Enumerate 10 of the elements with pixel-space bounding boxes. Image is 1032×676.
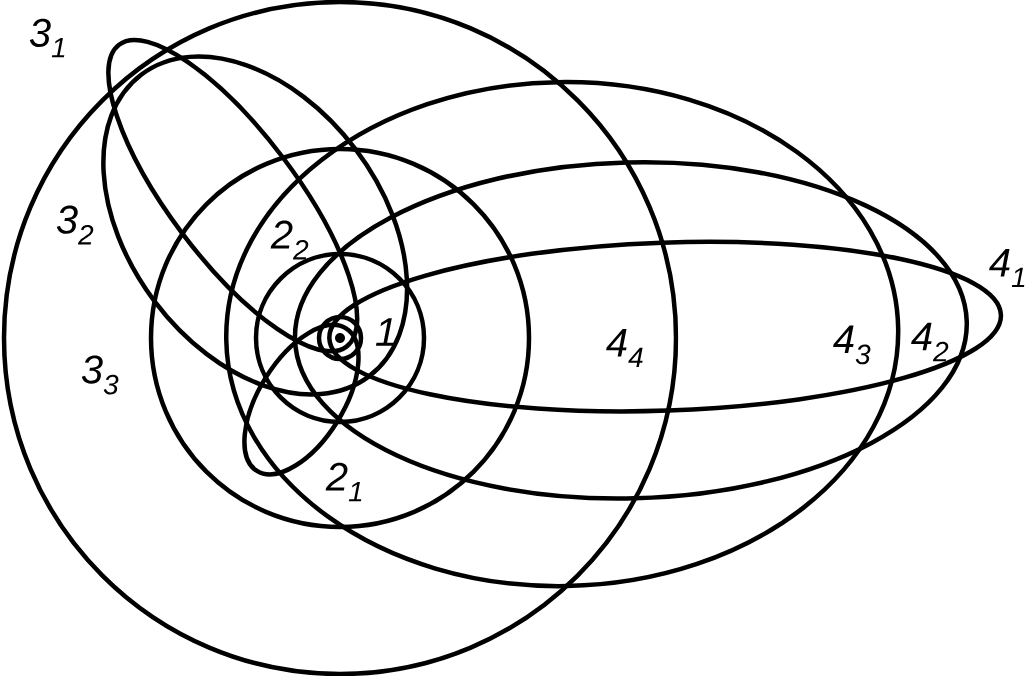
orbit-label: 2$_{1}$ — [325, 462, 362, 502]
orbit-label: 1 — [375, 318, 394, 346]
orbit-label: 3$_{1}$ — [29, 18, 65, 58]
orbit-label: 3$_{2}$ — [56, 205, 94, 245]
orbit-label: 4$_{3}$ — [833, 325, 871, 365]
orbit-label: 2$_{2}$ — [270, 220, 309, 260]
orbit-label: 4$_{4}$ — [606, 328, 643, 368]
orbit-label: 4$_{2}$ — [911, 322, 949, 362]
orbit-label: 3$_{3}$ — [81, 355, 119, 395]
orbit-label: 4$_{1}$ — [989, 248, 1025, 288]
